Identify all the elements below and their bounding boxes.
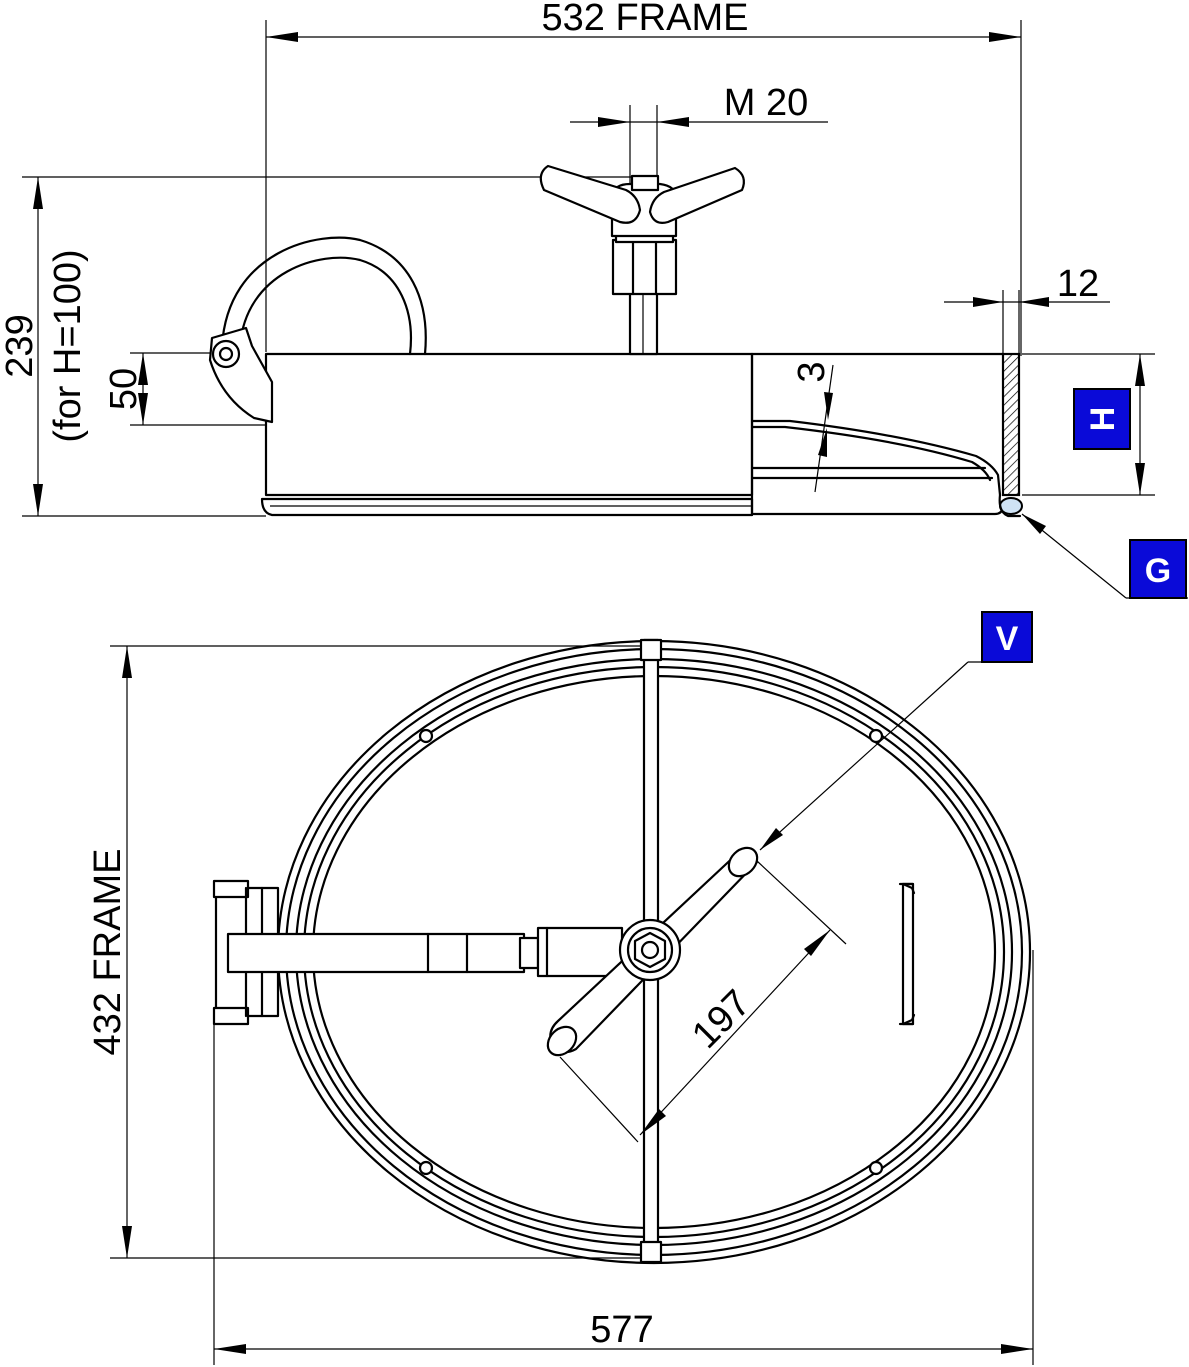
dim-flange: 12 (1057, 263, 1099, 305)
arm (226, 926, 624, 978)
hinge-arch (220, 236, 427, 356)
badge-h: H (1073, 388, 1131, 450)
dim-frame-width: 532 FRAME (542, 0, 749, 39)
dim-thread: M 20 (724, 82, 808, 124)
dim-neck-height: 50 (103, 368, 145, 410)
slot (898, 882, 916, 1026)
dim-thickness: 3 (791, 361, 833, 382)
dim-overall-width: 577 (590, 1309, 653, 1351)
frame-section (1001, 352, 1021, 497)
side-view: 532 FRAME M 20 239 (for H=100) 50 3 12 (0, 0, 1188, 599)
dim-frame-height: 432 FRAME (87, 849, 129, 1056)
cover-body (264, 352, 754, 497)
handle (546, 846, 759, 1057)
svg-text:H: H (1084, 407, 1122, 432)
badge-v: V (981, 611, 1033, 663)
svg-text:V: V (996, 620, 1019, 658)
top-view: 197 V 432 FRAME 577 (87, 611, 1034, 1365)
wing-nut (539, 164, 745, 356)
dim-handle-length: 197 (684, 982, 759, 1057)
dim-height-note: (for H=100) (47, 249, 89, 442)
svg-text:G: G (1145, 552, 1171, 590)
badge-g: G (1129, 539, 1187, 599)
dim-total-height: 239 (0, 314, 41, 377)
